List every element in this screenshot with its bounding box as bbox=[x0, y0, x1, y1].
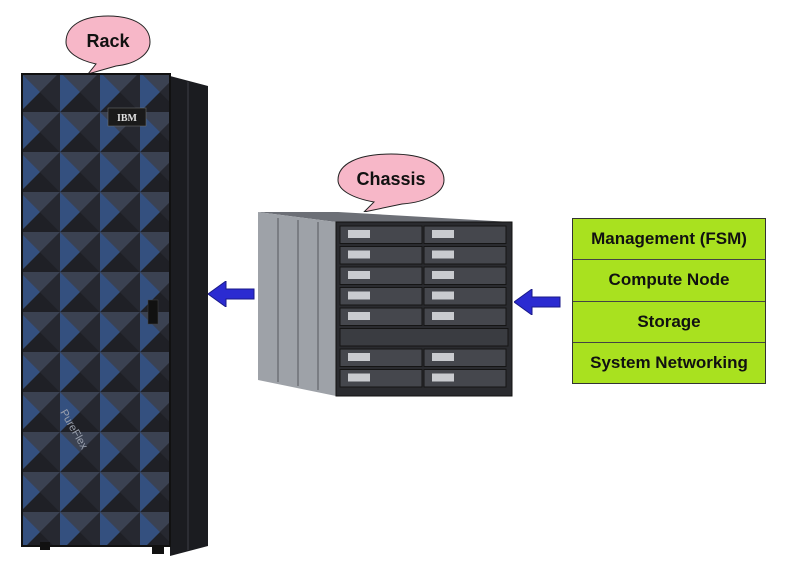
ibm-badge bbox=[107, 107, 147, 127]
chassis-bay-panel bbox=[432, 291, 454, 300]
chassis-bay-panel bbox=[348, 250, 370, 259]
chassis-label: Chassis bbox=[356, 168, 426, 189]
chassis-slots bbox=[339, 225, 509, 388]
components-stack: Management (FSM) Compute Node Storage Sy… bbox=[572, 218, 766, 384]
component-storage: Storage bbox=[573, 302, 765, 343]
chassis-callout: Chassis bbox=[336, 152, 446, 213]
rack-image: IBM PureFlex bbox=[20, 72, 210, 556]
arrow-to-chassis bbox=[513, 288, 562, 316]
chassis-bay-panel bbox=[432, 271, 454, 279]
rack-label: Rack bbox=[86, 30, 130, 51]
chassis-bay-panel bbox=[348, 312, 370, 320]
chassis-bay-panel bbox=[348, 353, 370, 361]
component-system-networking: System Networking bbox=[590, 352, 748, 372]
rack-callout: Rack bbox=[64, 14, 152, 75]
chassis-bay-panel bbox=[348, 271, 370, 279]
chassis-bay-panel bbox=[348, 373, 370, 382]
chassis-bay-panel bbox=[348, 230, 370, 238]
chassis-bay-panel bbox=[432, 353, 454, 361]
component-compute-node: Compute Node bbox=[573, 260, 765, 302]
chassis-bay-panel bbox=[348, 291, 370, 300]
chassis-bay-panel bbox=[432, 373, 454, 382]
chassis-image bbox=[258, 210, 514, 400]
chassis-bay-panel bbox=[432, 230, 454, 238]
chassis-bay-panel bbox=[432, 312, 454, 320]
arrow-to-rack bbox=[207, 280, 256, 308]
chassis-bay-panel bbox=[432, 250, 454, 259]
chassis-bay bbox=[339, 328, 509, 347]
ibm-logo-text: IBM bbox=[117, 113, 138, 124]
component-management-fsm: Management (FSM) bbox=[573, 219, 765, 261]
